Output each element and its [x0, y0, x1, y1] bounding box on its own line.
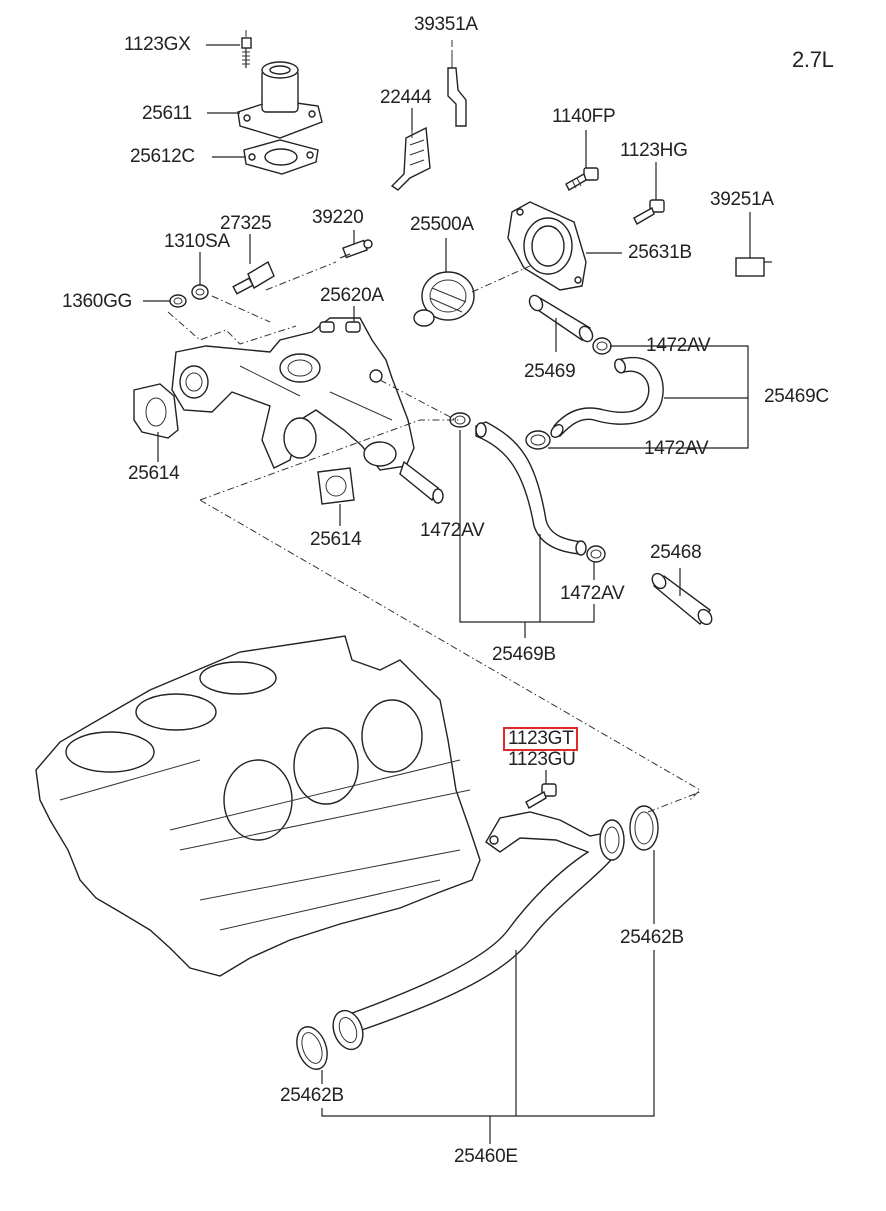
- part-label-39351a[interactable]: 39351A: [414, 14, 478, 35]
- bracket-39351a-drawing: [447, 50, 467, 127]
- sensor-27325-drawing: [232, 260, 275, 295]
- part-label-1140fp[interactable]: 1140FP: [552, 106, 616, 127]
- water-outlet-fitting-25611-drawing: [237, 61, 323, 139]
- part-label-39251a[interactable]: 39251A: [710, 189, 774, 210]
- part-label-1472av-upper[interactable]: 1472AV: [646, 335, 711, 356]
- hose-25469-drawing: [528, 294, 594, 343]
- plug-1310sa-drawing: [191, 284, 209, 300]
- part-label-25462b-left[interactable]: 25462B: [280, 1085, 344, 1106]
- part-label-25460e[interactable]: 25460E: [454, 1146, 518, 1167]
- bolt-1123hg-drawing: [633, 199, 665, 225]
- part-label-25620a[interactable]: 25620A: [320, 285, 384, 306]
- thermostat-25500a-drawing: [413, 271, 475, 327]
- clamp-1472av-a-drawing: [592, 337, 612, 355]
- leader-lines: [143, 44, 751, 1144]
- part-label-1123gu[interactable]: 1123GU: [508, 749, 576, 770]
- gasket-25614-left-drawing: [133, 383, 179, 439]
- washer-1360gg-drawing: [169, 294, 187, 308]
- bolt-1123gu-drawing: [525, 783, 557, 809]
- part-label-1472av-lower-right[interactable]: 1472AV: [644, 438, 709, 459]
- part-label-25611[interactable]: 25611: [142, 103, 192, 124]
- part-label-1310sa[interactable]: 1310SA: [164, 231, 230, 252]
- bolt-1123gx-drawing: [241, 37, 252, 68]
- part-label-25469b[interactable]: 25469B: [492, 644, 556, 665]
- part-label-27325[interactable]: 27325: [220, 213, 272, 234]
- gasket-25614-lower-drawing: [317, 467, 355, 505]
- o-ring-25462b-lower-drawing: [296, 1026, 328, 1070]
- part-label-25469c[interactable]: 25469C: [764, 386, 829, 407]
- coolant-pipe-25460e-drawing: [332, 811, 625, 1051]
- part-label-1123gt-highlighted[interactable]: 1123GT: [503, 727, 579, 751]
- clamp-1472av-d-drawing: [586, 545, 606, 563]
- part-label-25614-lower[interactable]: 25614: [310, 529, 362, 550]
- part-label-25462b-right[interactable]: 25462B: [620, 927, 684, 948]
- part-label-1360gg[interactable]: 1360GG: [62, 291, 133, 312]
- hose-25469b-drawing: [475, 421, 587, 556]
- hose-25468-drawing: [651, 572, 713, 626]
- part-label-25500a[interactable]: 25500A: [410, 214, 474, 235]
- clip-22444-drawing: [390, 110, 431, 191]
- part-label-1472av-left[interactable]: 1472AV: [420, 520, 485, 541]
- part-label-25612c[interactable]: 25612C: [130, 146, 195, 167]
- part-label-25614-left[interactable]: 25614: [128, 463, 180, 484]
- gasket-25612c-drawing: [243, 139, 319, 175]
- part-label-22444[interactable]: 22444: [380, 87, 432, 108]
- bolt-1140fp-drawing: [565, 167, 599, 191]
- coolant-manifold-25620a-drawing: [171, 317, 444, 504]
- part-label-39220[interactable]: 39220: [312, 207, 364, 228]
- clamp-1472av-b-drawing: [525, 430, 551, 450]
- part-label-1123hg[interactable]: 1123HG: [620, 140, 688, 161]
- sensor-39220-drawing: [339, 239, 373, 259]
- engine-block-drawing: [35, 635, 481, 977]
- hose-25469c-drawing: [550, 356, 664, 438]
- part-label-1472av-bottom[interactable]: 1472AV: [560, 583, 625, 604]
- engine-displacement-label: 2.7L: [792, 47, 834, 72]
- o-ring-25462b-upper-drawing: [629, 805, 659, 851]
- part-label-25469[interactable]: 25469: [524, 361, 576, 382]
- part-label-25468[interactable]: 25468: [650, 542, 702, 563]
- thermostat-housing-25631b-drawing: [507, 201, 587, 291]
- sensor-39251a-drawing: [735, 240, 772, 277]
- part-label-25631b[interactable]: 25631B: [628, 242, 692, 263]
- assembly-guide-lines: [167, 30, 701, 813]
- part-label-1123gx[interactable]: 1123GX: [124, 34, 191, 55]
